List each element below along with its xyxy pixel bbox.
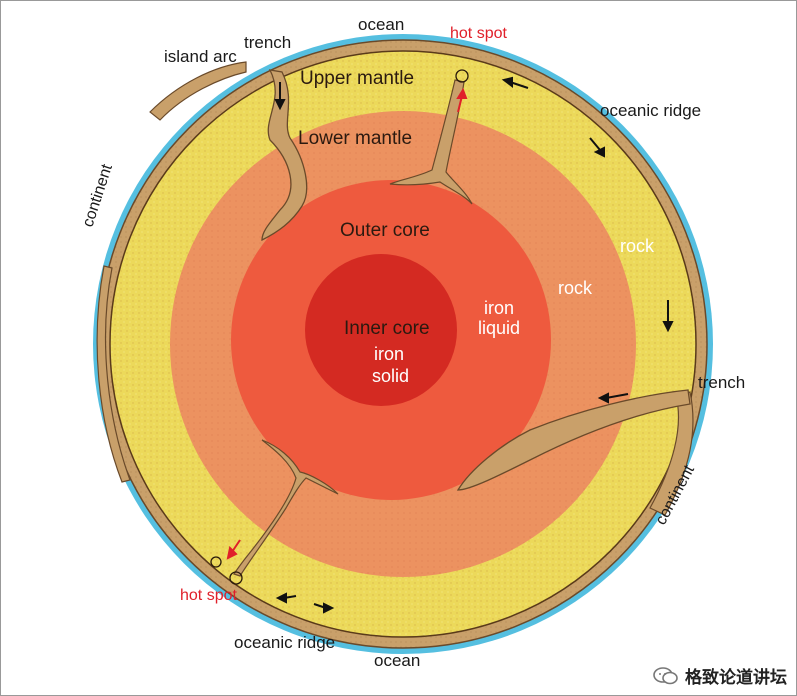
subducting-slab-top <box>261 69 308 242</box>
label-hot-spot-top: hot spot <box>450 25 507 42</box>
plume-bottom <box>233 439 339 577</box>
plume-swirl-bottom-2 <box>210 556 222 568</box>
label-trench-top: trench <box>244 33 291 52</box>
hot-spot-arrows <box>226 87 468 560</box>
label-outer-core: Outer core <box>340 220 430 241</box>
continent-right-shape <box>649 391 694 516</box>
continent-left-shape <box>96 265 131 483</box>
label-iron-solid-2: solid <box>372 366 409 386</box>
label-lower-mantle: Lower mantle <box>298 128 412 149</box>
label-upper-mantle: Upper mantle <box>300 68 414 89</box>
label-iron-liquid-2: liquid <box>478 318 520 338</box>
plume-swirl-bottom <box>229 571 243 585</box>
label-inner-core: Inner core <box>344 318 430 339</box>
label-hot-spot-bottom: hot spot <box>180 587 237 604</box>
wechat-icon <box>653 666 678 684</box>
label-trench-right: trench <box>698 373 745 392</box>
label-rock-outer: rock <box>620 236 655 256</box>
label-ocean-bottom: ocean <box>374 651 420 670</box>
label-oceanic-ridge-right: oceanic ridge <box>600 101 701 120</box>
label-ocean-top: ocean <box>358 15 404 34</box>
plume-top <box>389 79 473 205</box>
label-iron-solid-1: iron <box>374 344 404 364</box>
label-iron-liquid-1: iron <box>484 298 514 318</box>
island-arc-shape <box>149 61 247 121</box>
watermark: 格致论道讲坛 <box>653 663 787 688</box>
subducting-slab-right <box>456 389 691 491</box>
watermark-text: 格致论道讲坛 <box>685 668 787 688</box>
convection-arrows <box>274 76 674 614</box>
label-island-arc: island arc <box>164 47 237 66</box>
label-rock-inner: rock <box>558 278 593 298</box>
inner-core-layer <box>305 254 457 406</box>
plume-swirl-top <box>455 69 469 83</box>
label-oceanic-ridge-bottom: oceanic ridge <box>234 633 335 652</box>
label-continent-left: continent <box>80 162 116 230</box>
